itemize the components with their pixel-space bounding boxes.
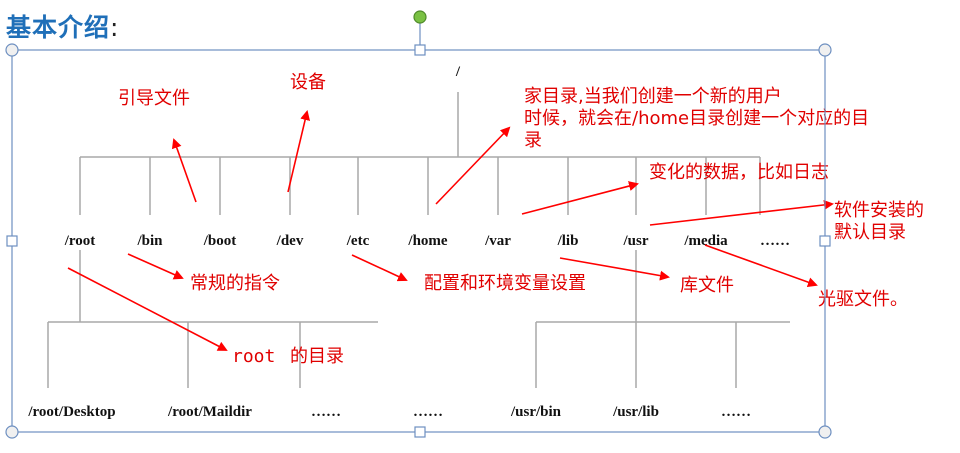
dir-root-maildir: /root/Maildir xyxy=(167,404,252,420)
resize-handle-left[interactable] xyxy=(6,235,18,247)
dir-boot: /boot xyxy=(203,233,237,249)
note-boot: 引导文件 xyxy=(118,88,190,109)
dir-bin: /bin xyxy=(136,233,163,249)
dir-lib: /lib xyxy=(557,233,579,249)
note-root-code: root xyxy=(232,346,275,367)
dir-more-2: …… xyxy=(413,404,443,420)
note-etc: 配置和环境变量设置 xyxy=(424,273,586,294)
note-home-line1: 家目录,当我们创建一个新的用户 xyxy=(524,86,782,107)
level1-directories: /root /bin /boot /dev /etc /home /var /l… xyxy=(64,233,790,249)
image-selection[interactable] xyxy=(5,10,832,439)
note-var: 变化的数据，比如日志 xyxy=(649,162,829,183)
arrow-usr xyxy=(649,199,834,226)
note-root-rest: 的目录 xyxy=(290,346,344,367)
note-dev: 设备 xyxy=(290,72,326,93)
arrow-root xyxy=(67,267,228,351)
arrow-lib xyxy=(559,257,670,281)
dir-more-3: …… xyxy=(721,404,751,420)
section-heading: 基本介绍: xyxy=(6,8,119,44)
resize-handle-right[interactable] xyxy=(819,235,831,247)
annotation-arrows xyxy=(67,110,834,351)
arrow-boot xyxy=(171,138,197,203)
note-media: 光驱文件。 xyxy=(818,289,908,310)
annotation-notes: 引导文件 设备 家目录,当我们创建一个新的用户 时候，就会在/home目录创建一… xyxy=(118,72,924,367)
note-usr-line1: 软件安装的 xyxy=(834,200,924,221)
dir-more: …… xyxy=(760,233,790,249)
arrow-etc xyxy=(351,254,408,282)
dir-media: /media xyxy=(683,233,728,249)
heading-title: 基本介绍 xyxy=(6,13,111,42)
dir-dev: /dev xyxy=(276,233,304,249)
dir-usr-lib: /usr/lib xyxy=(612,404,659,420)
note-home-line3: 录 xyxy=(524,130,542,151)
resize-handle-bottom-right[interactable] xyxy=(818,425,832,439)
resize-handle-top-left[interactable] xyxy=(5,43,19,57)
dir-more-1: …… xyxy=(311,404,341,420)
resize-handle-bottom-left[interactable] xyxy=(5,425,19,439)
arrow-var xyxy=(521,181,639,215)
arrow-dev xyxy=(287,110,311,193)
note-usr-line2: 默认目录 xyxy=(834,222,906,243)
resize-handle-bottom[interactable] xyxy=(414,426,426,438)
dir-root: /root xyxy=(64,233,96,249)
dir-home: /home xyxy=(407,233,448,249)
arrow-bin xyxy=(127,253,184,280)
note-lib: 库文件 xyxy=(680,275,734,296)
level2-directories: /root/Desktop /root/Maildir …… …… /usr/b… xyxy=(27,404,751,420)
dir-var: /var xyxy=(484,233,511,249)
note-bin: 常规的指令 xyxy=(190,273,280,294)
dir-etc: /etc xyxy=(346,233,370,249)
arrow-media xyxy=(704,244,818,287)
root-dir-label: / xyxy=(455,64,461,80)
dir-usr: /usr xyxy=(622,233,648,249)
arrow-home xyxy=(435,126,511,205)
resize-handle-top[interactable] xyxy=(414,44,426,56)
dir-usr-bin: /usr/bin xyxy=(510,404,562,420)
heading-colon: : xyxy=(110,13,120,42)
resize-handle-top-right[interactable] xyxy=(818,43,832,57)
rotate-handle[interactable] xyxy=(413,10,427,24)
note-home-line2: 时候，就会在/home目录创建一个对应的目 xyxy=(524,108,869,129)
dir-root-desktop: /root/Desktop xyxy=(27,404,115,420)
